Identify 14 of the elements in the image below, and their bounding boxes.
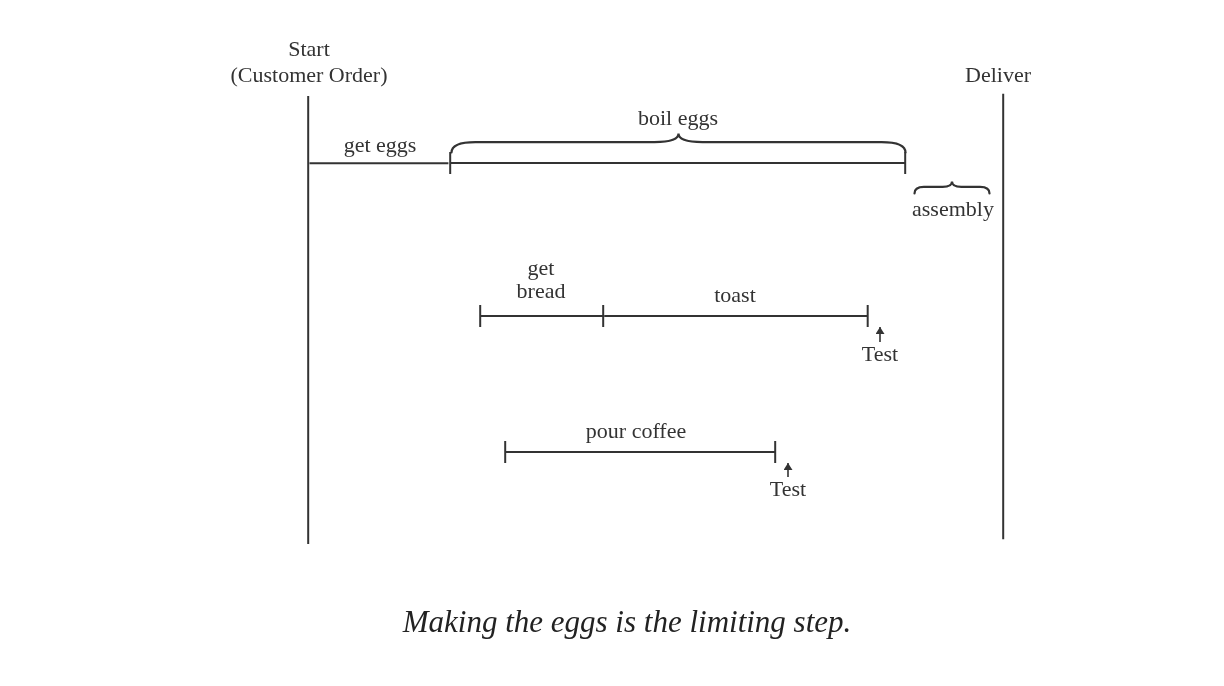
milestone-label: Start bbox=[288, 37, 330, 61]
task-label: boil eggs bbox=[637, 106, 719, 130]
milestone-label: Deliver bbox=[965, 63, 1031, 87]
arrow bbox=[875, 326, 885, 343]
task-label: get bread bbox=[516, 256, 566, 302]
milestone-note: (Customer Order) bbox=[230, 63, 388, 87]
test-label: Test bbox=[769, 477, 807, 501]
task-label: get eggs bbox=[343, 133, 417, 157]
task-label: pour coffee bbox=[585, 419, 687, 443]
arrow bbox=[783, 462, 793, 478]
task-label: toast bbox=[714, 283, 756, 307]
caption: Making the eggs is the limiting step. bbox=[402, 604, 852, 640]
task-label: assembly bbox=[912, 197, 994, 221]
test-label: Test bbox=[861, 342, 899, 366]
